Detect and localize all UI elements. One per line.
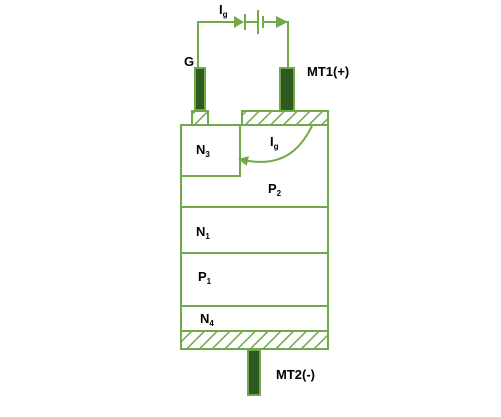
mt1-terminal-label: MT1(+) <box>307 64 349 79</box>
n4-label: N4 <box>200 311 214 328</box>
gate-current-label: Ig <box>219 2 228 19</box>
mt2-contact <box>180 330 329 350</box>
n3-label: N3 <box>196 142 210 159</box>
n4-label-sub: 4 <box>209 319 214 328</box>
body-outline <box>180 124 329 332</box>
internal-current-label: Ig <box>270 134 279 151</box>
n1-label: N1 <box>196 224 210 241</box>
internal-current-sub: g <box>274 142 279 151</box>
semiconductor-body <box>180 124 329 332</box>
n1-label-base: N <box>196 224 205 239</box>
gate-current-base: I <box>219 2 223 17</box>
gate-terminal <box>194 67 206 111</box>
mt1-terminal <box>279 67 295 112</box>
p2-label: P2 <box>268 181 282 198</box>
gate-wire <box>197 21 234 68</box>
n3-region <box>180 124 241 177</box>
n3-label-base: N <box>196 142 205 157</box>
internal-current-path <box>238 125 313 166</box>
mt1-current-arrow-icon <box>276 16 288 28</box>
p1-label-sub: 1 <box>207 277 212 286</box>
gate-contact <box>191 110 209 126</box>
p2-label-sub: 2 <box>277 189 282 198</box>
gate-circuit <box>197 10 289 68</box>
mt2-terminal-label: MT2(-) <box>276 367 315 382</box>
mt1-wire <box>262 21 289 68</box>
internal-current-base: I <box>270 134 274 149</box>
p2-label-base: P <box>268 181 277 196</box>
n3-label-sub: 3 <box>205 150 210 159</box>
n1-label-sub: 1 <box>205 232 210 241</box>
p1-label: P1 <box>198 269 212 286</box>
gate-terminal-label: G <box>184 54 194 69</box>
mt1-contact <box>241 110 329 126</box>
p1-label-base: P <box>198 269 207 284</box>
mt2-terminal <box>247 349 261 396</box>
gate-current-sub: g <box>223 10 228 19</box>
n4-label-base: N <box>200 311 209 326</box>
gate-current-arrow-icon <box>234 16 244 28</box>
